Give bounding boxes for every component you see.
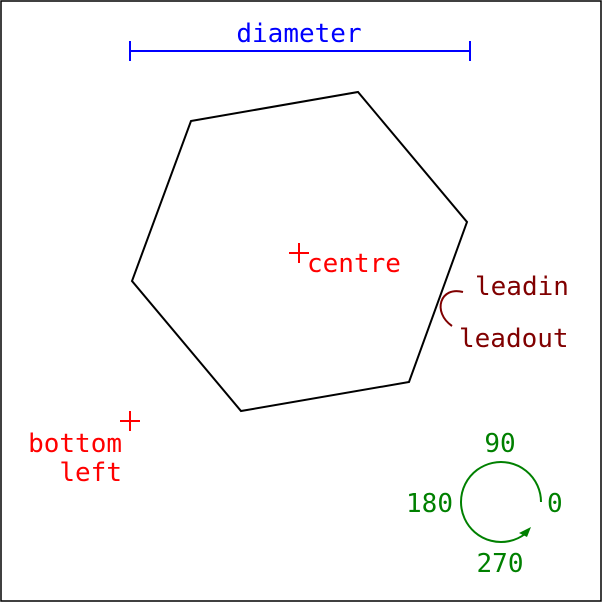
angle-0-label: 0 (547, 489, 563, 519)
bottom-left-label-line2: left (59, 458, 122, 488)
leadout-label: leadout (459, 324, 569, 354)
angle-direction-arc (460, 461, 542, 543)
leadin-label: leadin (475, 272, 569, 302)
diameter-dimension (129, 41, 471, 61)
hexagon-shape (130, 90, 469, 413)
centre-label: centre (307, 249, 401, 279)
diameter-label: diameter (236, 19, 361, 49)
lead-arc (439, 290, 464, 327)
angle-direction-arrowhead (519, 527, 531, 537)
angle-270-label: 270 (477, 549, 524, 579)
centre-marker (289, 243, 309, 263)
bottom-left-label-line1: bottom (28, 429, 122, 459)
angle-90-label: 90 (484, 429, 515, 459)
bottom-left-marker (120, 411, 140, 431)
angle-180-label: 180 (406, 489, 453, 519)
